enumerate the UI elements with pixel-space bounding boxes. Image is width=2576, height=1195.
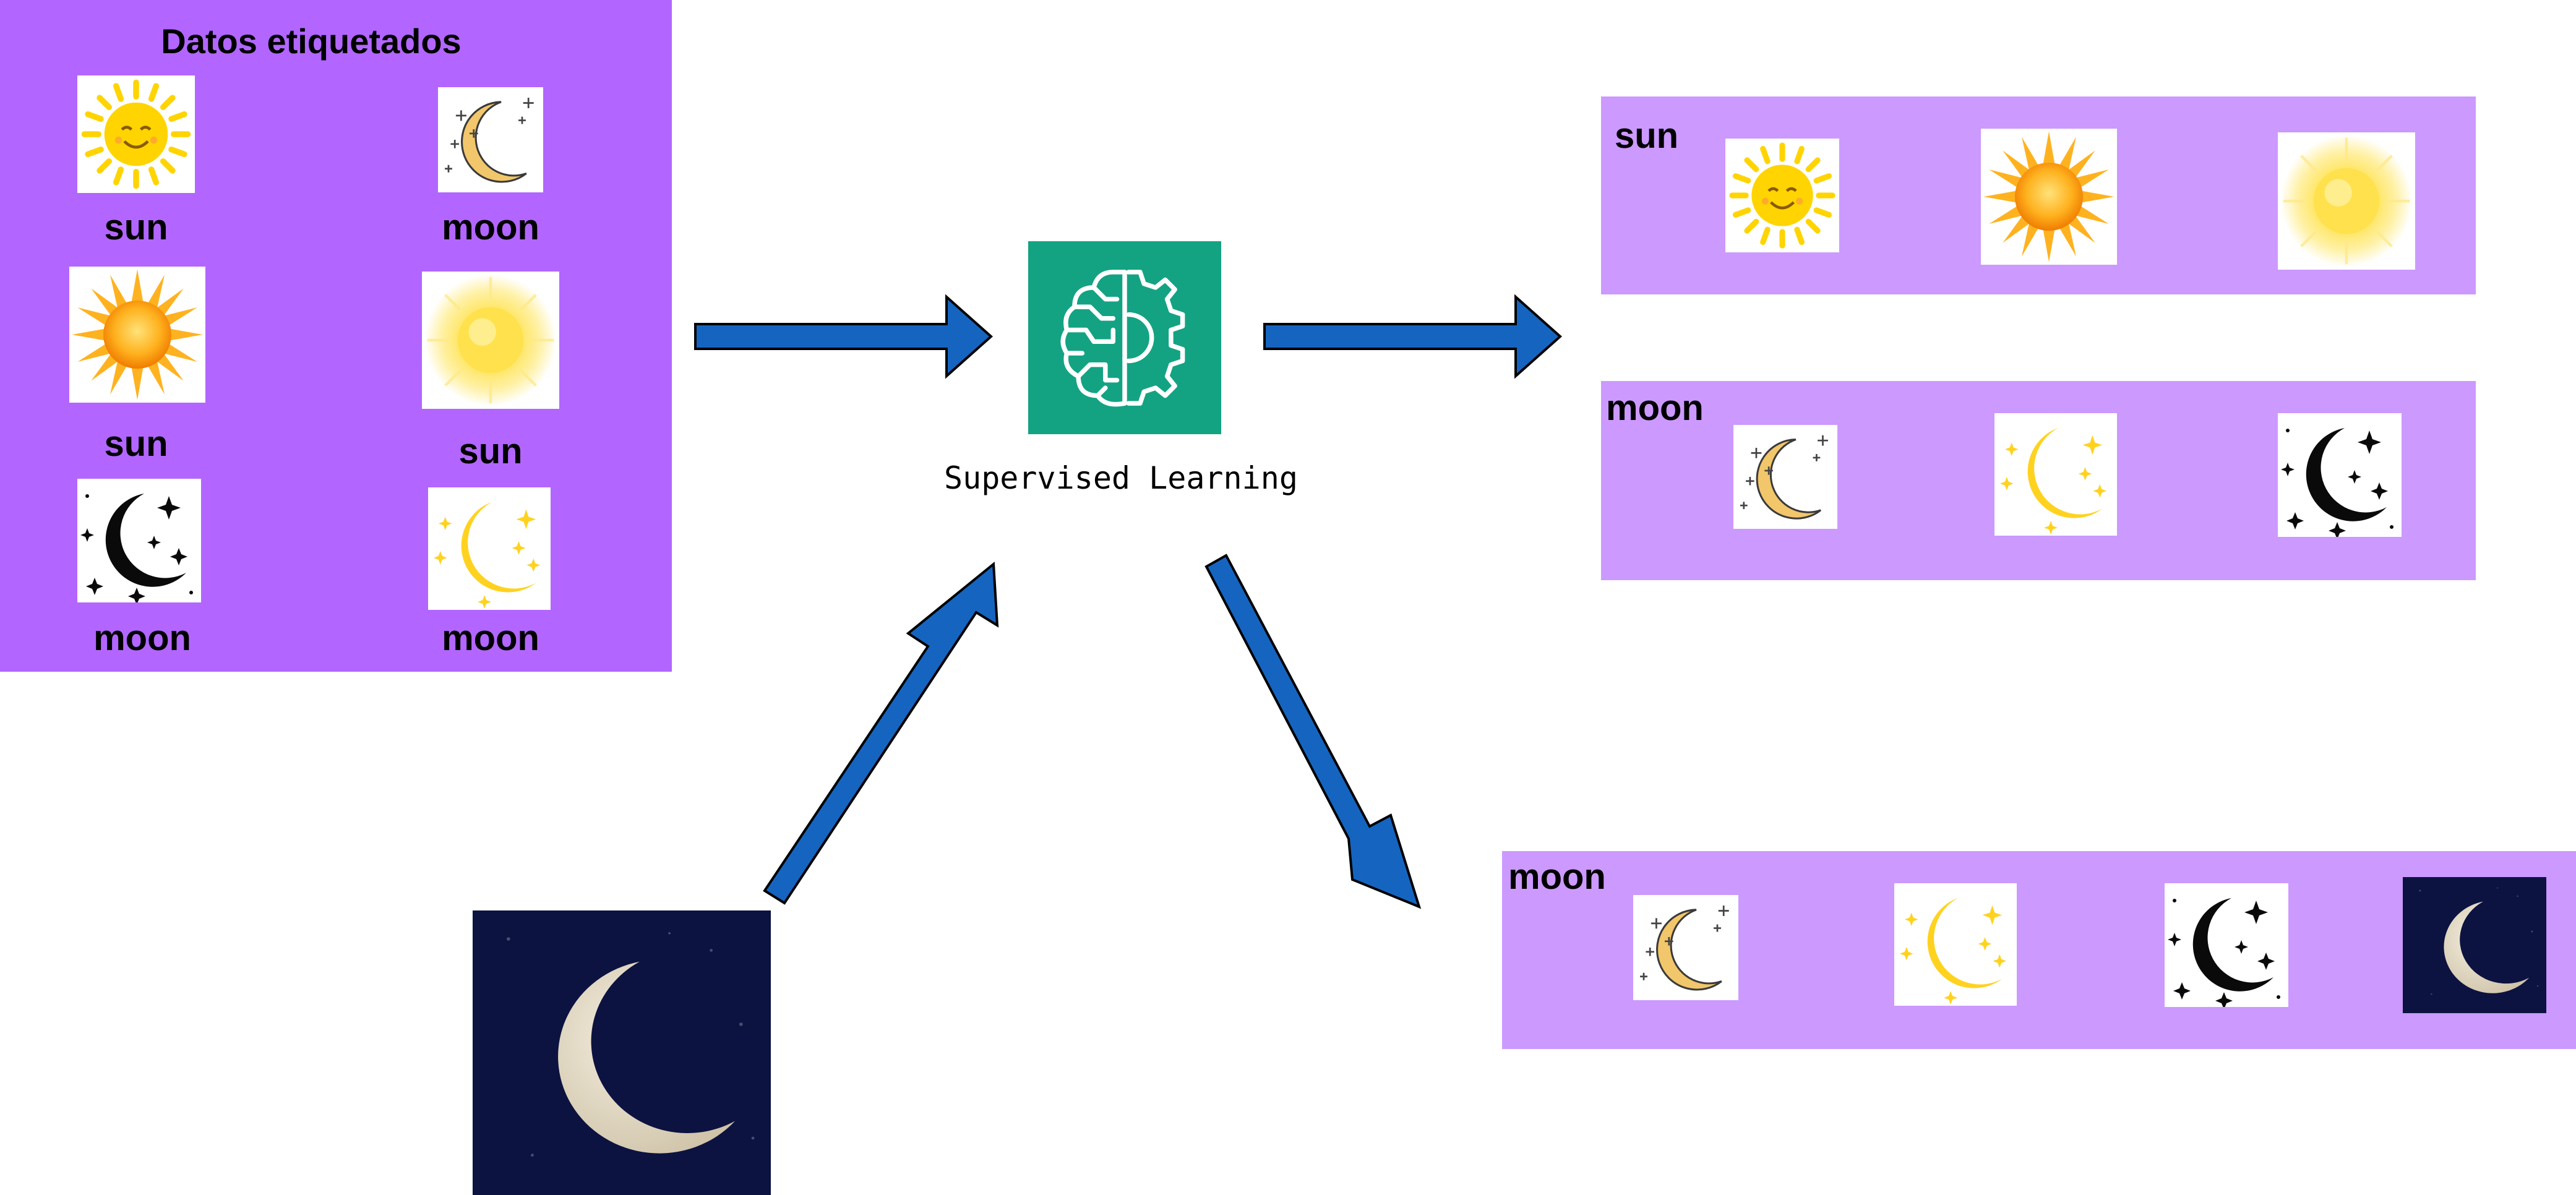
arrow-model-to-prediction [1204, 554, 1422, 909]
orange-sun-icon [1981, 127, 2117, 266]
item-label: moon [442, 207, 539, 247]
sun-result-panel: sun [1601, 96, 2476, 294]
night-moon-photo-icon [2403, 877, 2546, 1013]
orange-sun-icon [69, 265, 205, 405]
gold-crescent-moon-icon [1733, 413, 1837, 541]
gold-crescent-moon-icon [1633, 883, 1738, 1012]
prediction-result-panel: moon [1502, 851, 2576, 1049]
black-crescent-moon-icon [77, 479, 202, 602]
arrow-input-to-model [763, 561, 999, 905]
labeled-data-panel: Datos etiquetados sun moon sun sun moon … [0, 0, 672, 672]
cartoon-sun-icon [62, 75, 210, 193]
moon-result-label: moon [1606, 388, 1704, 428]
soft-sun-icon [2278, 127, 2415, 275]
item-label: sun [458, 431, 523, 471]
black-crescent-moon-icon [2278, 413, 2402, 537]
moon-result-panel: moon [1601, 381, 2476, 580]
sun-result-label: sun [1615, 116, 1679, 156]
item-label: moon [442, 618, 539, 658]
arrow-data-to-model [694, 294, 994, 379]
item-label: moon [93, 618, 191, 658]
arrow-model-to-results [1263, 294, 1563, 379]
prediction-result-label: moon [1508, 857, 1606, 897]
cartoon-sun-icon [1709, 139, 1856, 252]
brain-gear-icon [1028, 241, 1221, 434]
black-crescent-moon-icon [2164, 883, 2289, 1007]
item-label: sun [104, 207, 168, 247]
labeled-data-title: Datos etiquetados [161, 22, 462, 61]
item-label: sun [104, 424, 168, 464]
yellow-crescent-moon-icon [1993, 413, 2118, 536]
yellow-crescent-moon-icon [427, 487, 552, 610]
soft-sun-icon [422, 267, 559, 413]
yellow-crescent-moon-icon [1893, 883, 2018, 1006]
model-caption: Supervised Learning [944, 460, 1298, 496]
gold-crescent-moon-icon [438, 75, 543, 204]
night-moon-photo-icon [473, 910, 771, 1195]
